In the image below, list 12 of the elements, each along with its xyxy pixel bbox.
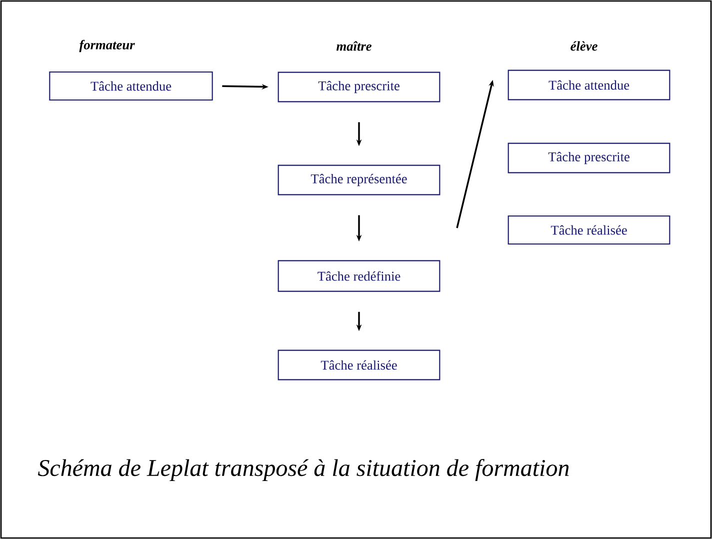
- column-heading: formateur: [79, 40, 135, 52]
- task-box: Tâche redéfinie: [278, 260, 440, 292]
- task-box: Tâche attendue: [508, 70, 670, 100]
- task-box: Tâche prescrite: [508, 142, 670, 174]
- task-box: Tâche attendue: [49, 71, 213, 101]
- task-box: Tâche prescrite: [278, 72, 440, 102]
- column-heading: élève: [570, 41, 598, 51]
- task-box: Tâche réalisée: [508, 215, 670, 245]
- column-heading: maître: [336, 41, 372, 51]
- caption: Schéma de Leplat transposé à la situation de formation: [38, 459, 569, 481]
- task-box: Tâche représentée: [278, 164, 440, 196]
- task-box: Tâche réalisée: [278, 350, 440, 380]
